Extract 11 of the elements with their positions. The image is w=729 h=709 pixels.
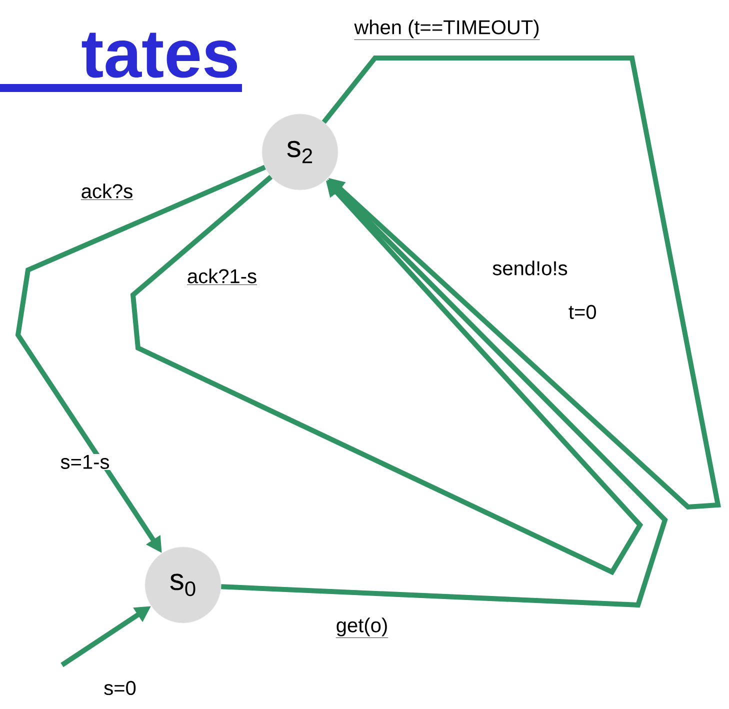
arrow (130, 174, 644, 576)
edge-label: when (t==TIMEOUT) (353, 18, 541, 42)
edge-label: s=0 (102, 680, 138, 696)
transition-label: s=1-s (59, 454, 111, 470)
edge-label: ack?1-s (186, 268, 258, 286)
heading: tates (0, 32, 242, 92)
edge-label: get(o) (334, 616, 390, 640)
transition-label: t=0 (567, 304, 598, 320)
arrow (322, 56, 721, 510)
transition-label: send!o!s (491, 260, 569, 276)
edge-label: ack?s (80, 182, 134, 202)
